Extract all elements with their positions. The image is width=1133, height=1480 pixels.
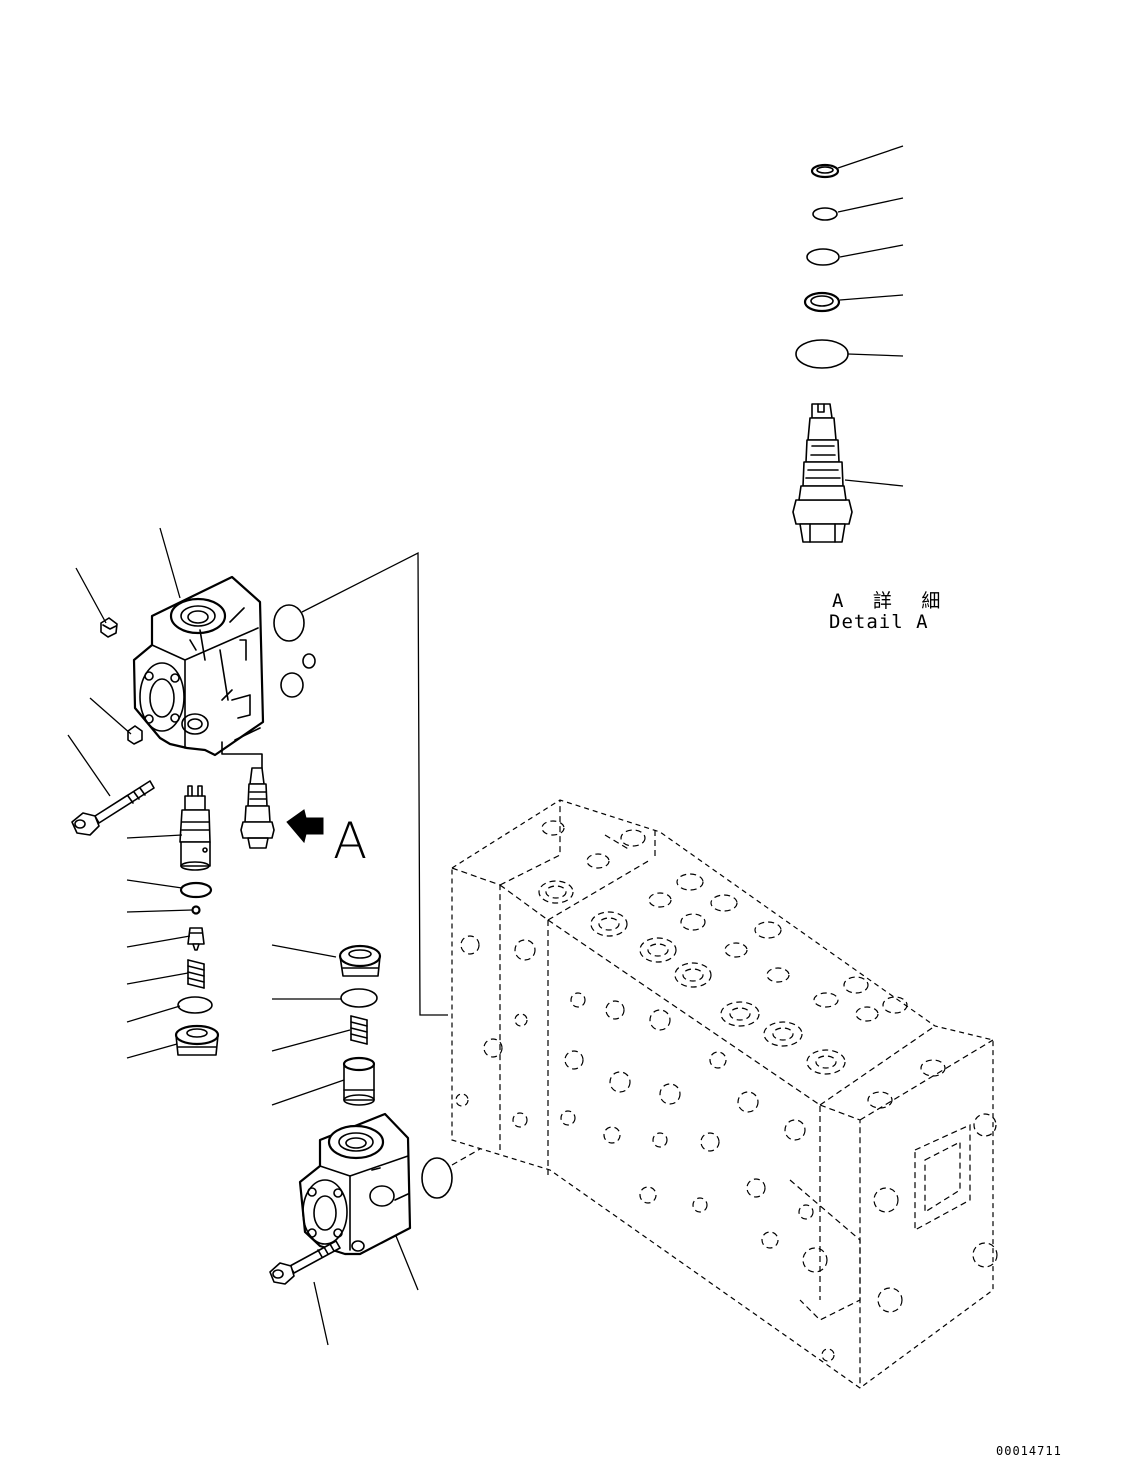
o-ring-large <box>273 604 305 642</box>
drawing-number: 00014711 <box>996 1444 1062 1458</box>
detail-title-english: Detail A <box>829 611 929 633</box>
o-ring-medium <box>280 672 304 698</box>
port-boss-top <box>169 597 227 635</box>
long-bolt <box>71 780 155 836</box>
o-ring-stack-1 <box>179 881 213 899</box>
block-side-holes <box>455 935 998 1362</box>
detail-leader-lines <box>837 145 904 487</box>
detail-o-ring-3 <box>795 339 849 369</box>
view-a-label: A <box>333 812 368 870</box>
small-plug-upper <box>100 617 118 638</box>
flange-face <box>139 662 185 732</box>
ball <box>191 905 201 915</box>
o-ring-lower <box>340 988 378 1008</box>
piston-lower <box>342 1056 376 1106</box>
upper-valve-section <box>67 527 448 1059</box>
plug-stack <box>174 1024 220 1056</box>
main-valve-block <box>451 799 998 1389</box>
section-bracket <box>221 741 263 769</box>
detail-title-japanese: A 詳 細 <box>832 590 950 612</box>
plug-lower <box>338 944 382 977</box>
o-ring-main-face <box>421 1157 453 1199</box>
o-ring-stack-2 <box>177 996 213 1014</box>
small-plug-lower <box>127 725 143 745</box>
spring-stack <box>187 959 205 989</box>
relief-valve-small <box>240 767 275 849</box>
lower-valve-body <box>298 1112 412 1256</box>
detail-o-ring-2 <box>806 248 840 266</box>
detail-backup-ring-1 <box>810 163 840 179</box>
short-bolt <box>269 1240 341 1285</box>
upper-leader-lines <box>67 527 448 1059</box>
detail-a-group <box>792 145 904 543</box>
poppet <box>187 927 205 951</box>
spring-lower <box>350 1015 368 1045</box>
detail-backup-ring-2 <box>803 291 841 313</box>
view-arrow <box>286 809 324 844</box>
block-end-plate <box>914 1124 971 1232</box>
block-ports <box>538 820 946 1109</box>
detail-o-ring-1 <box>812 207 838 221</box>
o-ring-small <box>302 653 316 669</box>
lower-valve-section <box>269 944 523 1346</box>
spool <box>179 785 211 871</box>
detail-relief-valve-cartridge <box>792 403 853 543</box>
